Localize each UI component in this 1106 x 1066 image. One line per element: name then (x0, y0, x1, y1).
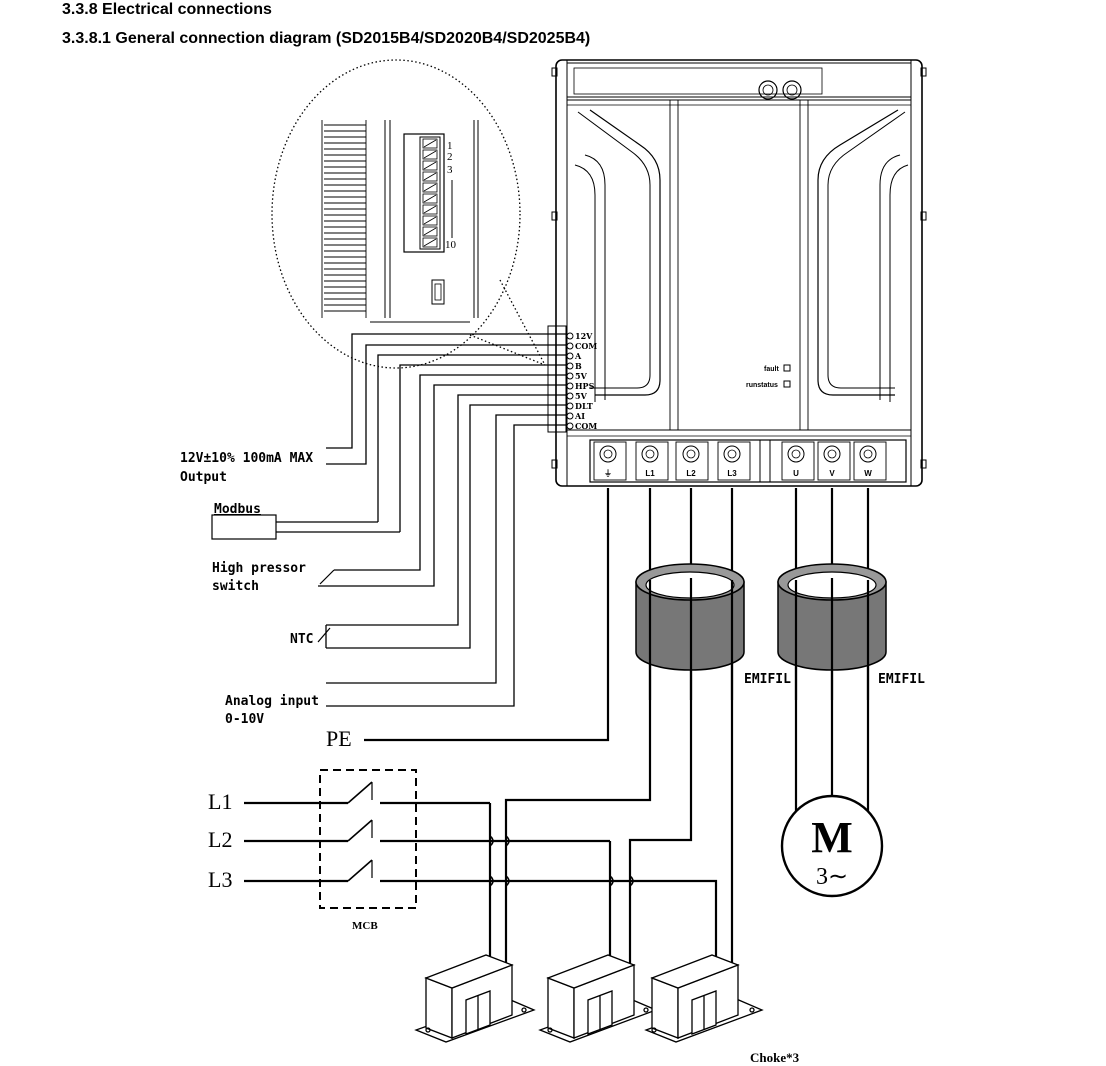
fault-led (783, 364, 791, 372)
choke-label: Choke*3 (750, 1050, 800, 1065)
analog-label-line2: 0-10V (225, 712, 264, 727)
zoom-pin-10: 10 (445, 239, 457, 251)
terminal-b: B (575, 361, 582, 371)
terminal-dlt: DLT (575, 401, 593, 411)
power-terminal-u: U (793, 469, 799, 478)
output-label-line2: Output (180, 470, 227, 485)
emi-filter-right (777, 563, 887, 700)
l3-label: L3 (208, 867, 232, 892)
ntc-label: NTC (290, 632, 313, 647)
led-lens-right (782, 80, 802, 100)
zoom-pin-2: 2 (447, 151, 453, 163)
terminal-5v-1: 5V (575, 371, 588, 381)
terminal-12v: 12V (575, 331, 593, 341)
motor (780, 794, 884, 898)
led-lens-left (758, 80, 778, 100)
choke-2 (538, 954, 658, 1043)
output-label-line1: 12V±10% 100mA MAX (180, 451, 313, 466)
terminal-5v-2: 5V (575, 391, 588, 401)
terminal-com-2: COM (575, 421, 597, 431)
modbus-label: Modbus (214, 502, 261, 517)
mcb-breaker (319, 769, 417, 909)
power-terminal-pe: ⏚ (604, 469, 612, 478)
section-heading: 3.3.8 Electrical connections (62, 1, 272, 18)
power-terminal-w: W (864, 469, 872, 478)
l1-label: L1 (208, 789, 232, 814)
power-terminal-block (589, 439, 907, 483)
analog-label-line1: Analog input (225, 694, 319, 709)
terminal-ai: AI (574, 411, 585, 421)
modbus-connector (211, 514, 277, 540)
terminal-a: A (574, 351, 582, 361)
drive-unit (551, 59, 927, 487)
hps-label-line1: High pressor (212, 561, 306, 576)
hps-label-line2: switch (212, 579, 259, 594)
emifil-left-label: EMIFIL (744, 672, 791, 687)
choke-1 (414, 954, 536, 1043)
emi-filter-left (635, 563, 745, 700)
zoom-pin-3: 3 (447, 164, 453, 176)
pe-label: PE (326, 726, 352, 751)
motor-phase: 3∼ (816, 864, 848, 890)
control-wiring (211, 333, 566, 707)
run-indicator-label: runstatus (746, 382, 778, 389)
terminal-hps: HPS (575, 381, 595, 391)
mcb-label: MCB (352, 920, 378, 932)
subsection-heading: 3.3.8.1 General connection diagram (SD20… (62, 30, 590, 47)
power-terminal-l3: L3 (727, 469, 737, 478)
control-terminal-strip (547, 325, 574, 433)
zoom-terminal-block (403, 133, 445, 253)
zoom-pin-1: 1 (447, 140, 453, 152)
fault-indicator-label: fault (764, 366, 779, 373)
choke-3 (644, 954, 764, 1043)
power-terminal-l2: L2 (686, 469, 696, 478)
power-terminal-v: V (829, 469, 835, 478)
run-led (783, 380, 791, 388)
power-terminal-l1: L1 (645, 469, 655, 478)
l2-label: L2 (208, 827, 232, 852)
heatsink-fins (321, 120, 367, 318)
terminal-zoom-detail (271, 59, 546, 369)
zoom-port (431, 279, 445, 305)
status-indicators: fault runstatus (746, 364, 791, 389)
terminal-com-1: COM (575, 341, 597, 351)
motor-letter: M (811, 813, 853, 862)
emifil-right-label: EMIFIL (878, 672, 925, 687)
